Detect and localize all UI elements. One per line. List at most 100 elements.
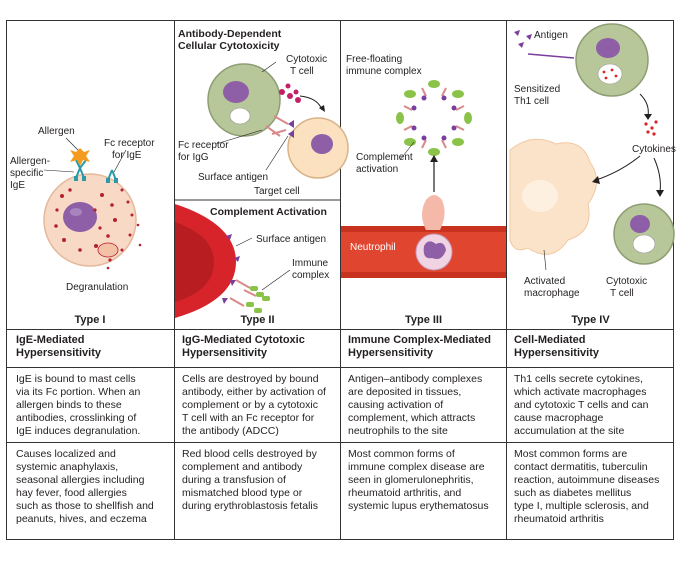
diagram-label: Sensitized bbox=[514, 84, 560, 95]
allergen-molecule bbox=[70, 148, 90, 166]
text-line: IgE induces degranulation. bbox=[16, 425, 141, 437]
diagram-label: activation bbox=[356, 164, 398, 175]
illustrations: Allergen Fc receptor for IgE Allergen- s… bbox=[10, 23, 676, 318]
type3-title: Immune Complex-Mediated Hypersensitivity bbox=[348, 334, 491, 360]
text-line: T cell with an Fc receptor for bbox=[182, 412, 315, 424]
antigen-molecules bbox=[514, 30, 532, 48]
granule-arrow bbox=[299, 95, 323, 111]
arrowhead bbox=[319, 105, 325, 112]
title-line: Cell-Mediated bbox=[514, 334, 586, 346]
cytokine-release-arrow bbox=[639, 93, 649, 117]
diagram-label: Complement bbox=[356, 152, 413, 163]
type2-title: IgG-Mediated Cytotoxic Hypersensitivity bbox=[182, 334, 305, 360]
text-line: Cells are destroyed by bound bbox=[182, 373, 319, 385]
diagram-label: Cytotoxic bbox=[286, 54, 327, 65]
text-line: complement and antibody bbox=[182, 461, 303, 473]
text-line: systemic anaphylaxis, bbox=[16, 461, 119, 473]
text-line: type I, multiple sclerosis, and bbox=[514, 500, 649, 512]
diagram-label: for IgG bbox=[178, 152, 209, 163]
type-label: Type I bbox=[74, 314, 106, 326]
text-line: complement, which attracts bbox=[348, 412, 476, 424]
diagram-label: Cytokines bbox=[632, 144, 676, 155]
cytotoxic-pointer bbox=[261, 61, 277, 73]
type2-mechanism: Cells are destroyed by bound antibody, e… bbox=[182, 373, 326, 438]
type2-examples: Red blood cells destroyed by complement … bbox=[182, 448, 318, 513]
type4-illustration: Antigen Sensitized Th1 cell Cytokines bbox=[509, 23, 676, 299]
complement-pointer bbox=[399, 141, 415, 161]
t-cell-iv-nucleus bbox=[630, 215, 650, 233]
text-line: Causes localized and bbox=[16, 448, 116, 460]
text-line: the antibody (ADCC) bbox=[182, 425, 279, 437]
th1-granules bbox=[597, 63, 623, 85]
type4-examples: Most common forms are contact dermatitis… bbox=[514, 448, 659, 526]
diagram-label: Target cell bbox=[254, 186, 300, 197]
diagram-label: Fc receptor bbox=[178, 140, 229, 151]
rbc-surface-antigens bbox=[222, 234, 240, 304]
diagram-label: specific bbox=[10, 168, 43, 179]
text-line: and cytotoxic T cells and can bbox=[514, 399, 649, 411]
specific-ige-pointer bbox=[43, 169, 75, 173]
text-line: reaction, autoimmune diseases bbox=[514, 474, 660, 486]
immune-complex-pointer bbox=[261, 269, 291, 291]
title-line: Hypersensitivity bbox=[514, 347, 599, 359]
sensitized-th1-cell bbox=[575, 23, 649, 97]
immune-complex-ring bbox=[396, 80, 472, 156]
text-line: peanuts, hives, and eczema bbox=[16, 513, 147, 525]
text-line: mismatched blood type or bbox=[182, 487, 303, 499]
text-line: IgE is bound to mast cells bbox=[16, 373, 136, 385]
mast-cell-nucleus bbox=[63, 202, 97, 232]
fc-pointer bbox=[113, 149, 127, 173]
type-label: Type II bbox=[240, 314, 275, 326]
text-line: rheumatoid arthritis bbox=[514, 513, 604, 525]
text-line: Th1 cells secrete cytokines, bbox=[514, 373, 643, 385]
type-label: Type III bbox=[404, 314, 443, 326]
title-line: IgG-Mediated Cytotoxic bbox=[182, 334, 305, 346]
text-line: Most common forms are bbox=[514, 448, 628, 460]
diagram-label: Antigen bbox=[534, 30, 568, 41]
text-line: antibody, either by activation of bbox=[182, 386, 326, 398]
text-line: via its Fc portion. When an bbox=[16, 386, 141, 398]
text-line: such as those to shellfish and bbox=[16, 500, 154, 512]
cytotoxic-t-cell-iv bbox=[613, 203, 675, 265]
column-divider bbox=[174, 20, 175, 540]
fc-igg-pointer bbox=[215, 129, 263, 145]
arrowhead bbox=[644, 114, 652, 120]
complement-complex bbox=[246, 286, 270, 313]
text-line: immune complex disease are bbox=[348, 461, 485, 473]
type1-examples: Causes localized and systemic anaphylaxi… bbox=[16, 448, 154, 526]
arrowhead bbox=[592, 176, 600, 184]
diagram-label: Immune bbox=[292, 258, 329, 269]
title-line: Hypersensitivity bbox=[182, 347, 267, 359]
diagram-label: Neutrophil bbox=[350, 242, 396, 253]
text-line: systemic lupus erythematosus bbox=[348, 500, 489, 512]
column-divider bbox=[506, 20, 507, 540]
bound-antibodies bbox=[229, 279, 257, 307]
surface-antigens bbox=[288, 120, 294, 138]
diagram-label: Cellular Cytotoxicity bbox=[178, 40, 280, 52]
type1-title: IgE-Mediated Hypersensitivity bbox=[16, 334, 101, 360]
vessel-wall bbox=[341, 226, 506, 232]
igg-antibodies bbox=[265, 115, 289, 137]
cytokine-dots bbox=[602, 68, 658, 136]
degranulating-vesicle bbox=[97, 242, 119, 258]
allergen-pointer bbox=[65, 137, 79, 151]
text-line: during a transfusion of bbox=[182, 474, 286, 486]
nucleus-highlight bbox=[70, 208, 82, 216]
arrowhead bbox=[430, 155, 438, 162]
granules bbox=[54, 188, 142, 270]
diagram-label: Antibody-Dependent bbox=[178, 28, 282, 40]
diagram-label: Fc receptor bbox=[104, 138, 155, 149]
macrophage-nucleus bbox=[522, 180, 558, 212]
title-line: Hypersensitivity bbox=[348, 347, 433, 359]
text-line: seasonal allergies including bbox=[16, 474, 145, 486]
macrophage-pointer bbox=[543, 249, 547, 271]
to-macrophage-arrow bbox=[595, 155, 641, 181]
type2-adcc-illustration: Antibody-Dependent Cellular Cytotoxicity bbox=[178, 28, 349, 197]
neutrophil-nucleus bbox=[423, 241, 446, 259]
text-line: antibodies, crosslinking of bbox=[16, 412, 137, 424]
text-line: complement or by a cytotoxic bbox=[182, 399, 318, 411]
diagram-label: complex bbox=[292, 270, 329, 281]
diagram-label: macrophage bbox=[524, 288, 580, 299]
diagram-label: Surface antigen bbox=[256, 234, 326, 245]
t-cell-granules bbox=[229, 107, 251, 125]
